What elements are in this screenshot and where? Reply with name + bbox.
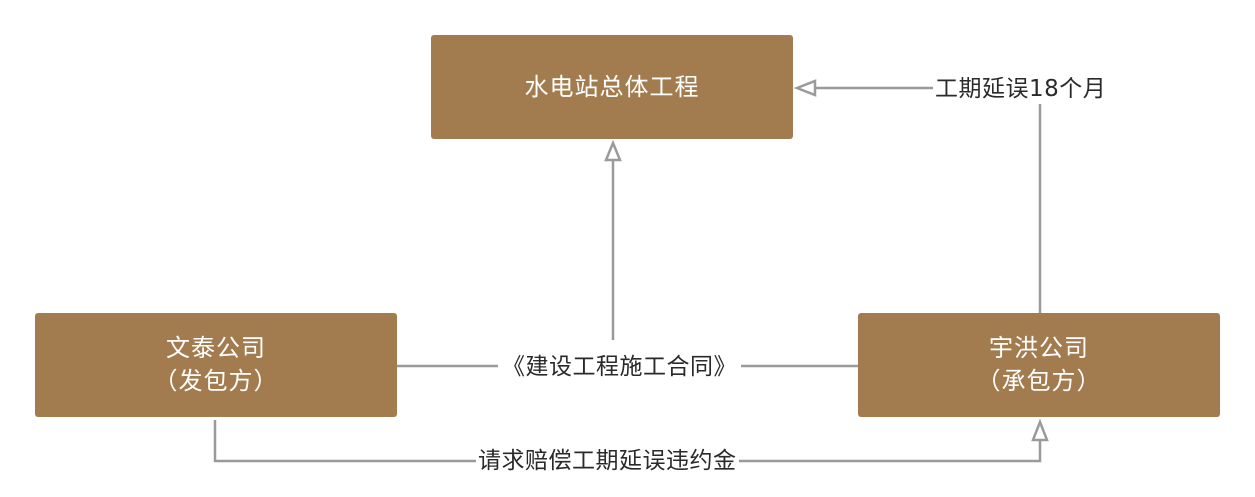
project-node: 水电站总体工程	[431, 35, 793, 139]
arrowhead-up-yuhong	[1031, 418, 1049, 442]
arrowhead-left-project	[793, 79, 817, 97]
yuhong-node-name: 宇洪公司	[989, 334, 1089, 362]
wentai-node-name: 文泰公司	[166, 334, 266, 362]
project-node-label: 水电站总体工程	[524, 72, 700, 101]
yuhong-node-role: （承包方）	[976, 367, 1102, 395]
wentai-node-role: （发包方）	[153, 367, 279, 395]
wentai-node: 文泰公司 （发包方）	[35, 313, 397, 417]
yuhong-node: 宇洪公司 （承包方）	[858, 313, 1220, 417]
delay-label: 工期延误18个月	[933, 74, 1109, 104]
arrowhead-up-project	[604, 139, 622, 162]
claim-label: 请求赔偿工期延误违约金	[476, 446, 739, 476]
contract-label: 《建设工程施工合同》	[498, 352, 741, 382]
delay-line	[815, 86, 1042, 313]
